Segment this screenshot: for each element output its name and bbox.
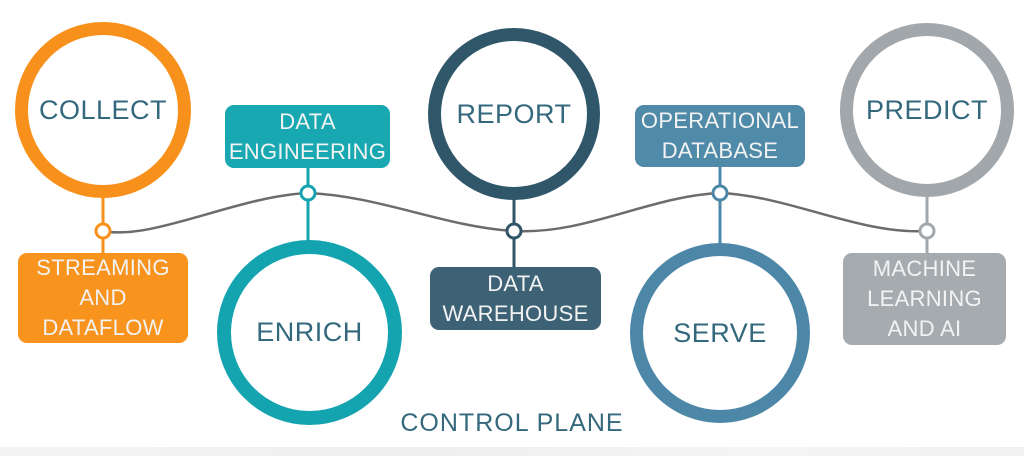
stage-circle-serve: SERVE bbox=[630, 243, 810, 423]
node-serve bbox=[711, 184, 729, 202]
stage-box-label: OPERATIONAL DATABASE bbox=[640, 108, 800, 163]
stage-box-serve: OPERATIONAL DATABASE bbox=[635, 105, 805, 167]
stage-circle-label: REPORT bbox=[456, 98, 572, 129]
stage-box-label: MACHINE LEARNING AND AI bbox=[867, 256, 982, 341]
node-collect bbox=[94, 222, 112, 240]
stage-circle-label: COLLECT bbox=[38, 94, 168, 125]
stage-box-enrich: DATA ENGINEERING bbox=[225, 105, 390, 168]
control-plane-title: CONTROL PLANE bbox=[400, 409, 624, 437]
node-enrich bbox=[299, 184, 317, 202]
bottom-edge-strip bbox=[0, 447, 1024, 456]
node-predict bbox=[918, 222, 936, 240]
stage-box-predict: MACHINE LEARNING AND AI bbox=[843, 253, 1006, 345]
stage-circle-enrich: ENRICH bbox=[217, 240, 402, 425]
stage-circle-collect: COLLECT bbox=[15, 22, 191, 198]
stage-circle-predict: PREDICT bbox=[840, 23, 1014, 197]
stage-box-label: STREAMING AND DATAFLOW bbox=[36, 255, 170, 340]
stage-box-collect: STREAMING AND DATAFLOW bbox=[18, 253, 188, 343]
stage-box-report: DATA WAREHOUSE bbox=[430, 267, 601, 330]
stage-circle-label: ENRICH bbox=[256, 317, 363, 347]
stage-box-label: DATA ENGINEERING bbox=[228, 108, 387, 164]
stage-box-label: DATA WAREHOUSE bbox=[442, 270, 589, 326]
node-report bbox=[505, 222, 523, 240]
stage-circle-label: PREDICT bbox=[865, 94, 988, 125]
stage-circle-report: REPORT bbox=[428, 28, 600, 200]
stage-circle-label: SERVE bbox=[673, 317, 767, 348]
